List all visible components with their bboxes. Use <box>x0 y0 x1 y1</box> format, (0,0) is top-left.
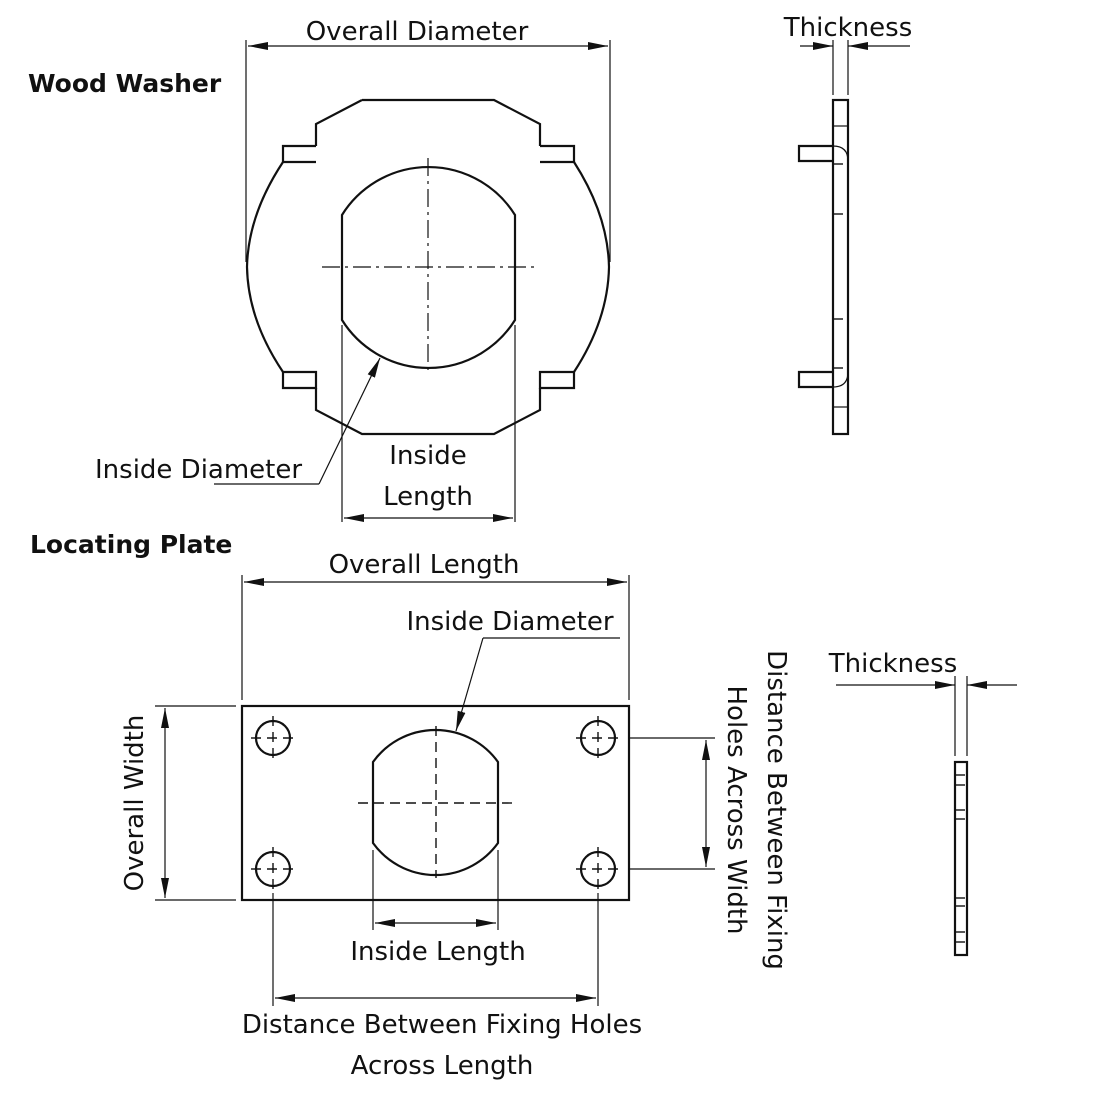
fixing-hole <box>576 716 620 760</box>
washer-outline <box>245 98 611 436</box>
plate-inside-diameter-label: Inside Diameter <box>406 607 613 637</box>
wood-washer-title: Wood Washer <box>28 69 222 98</box>
wood-washer-section: Wood Washer Overall Diameter <box>28 13 912 522</box>
overall-width-label: Overall Width <box>120 715 150 892</box>
hole-distance-length-dimension: Distance Between Fixing Holes Across Len… <box>242 893 642 1081</box>
washer-inside-length-label-1: Inside <box>389 441 466 471</box>
locating-plate-title: Locating Plate <box>30 530 232 559</box>
fixing-holes <box>251 716 620 891</box>
hole-distance-length-label-1: Distance Between Fixing Holes <box>242 1010 642 1040</box>
hole-distance-length-label-2: Across Length <box>351 1051 534 1081</box>
washer-inner-hole <box>322 158 535 372</box>
washer-inside-length-label-2: Length <box>383 482 473 512</box>
overall-length-dimension: Overall Length <box>241 550 630 700</box>
hole-distance-width-label-1: Distance Between Fixing <box>761 650 791 970</box>
washer-inside-length-dimension: Inside Length <box>341 325 516 522</box>
overall-diameter-dimension: Overall Diameter <box>245 17 611 262</box>
plate-inner-hole <box>358 726 514 878</box>
hole-distance-width-label-2: Holes Across Width <box>721 685 751 934</box>
washer-thickness-label: Thickness <box>783 13 913 43</box>
washer-side-view: Thickness <box>783 13 913 436</box>
plate-inside-length-label: Inside Length <box>350 937 525 967</box>
locating-plate-section: Locating Plate Overall Length <box>30 530 1017 1081</box>
hole-distance-width-dimension: Holes Across Width Distance Between Fixi… <box>628 650 791 970</box>
overall-length-label: Overall Length <box>329 550 520 580</box>
plate-side-view: Thickness <box>828 649 1017 957</box>
plate-thickness-label: Thickness <box>828 649 958 679</box>
fixing-hole <box>251 716 295 760</box>
fixing-hole <box>576 847 620 891</box>
washer-inside-diameter-leader: Inside Diameter <box>95 357 381 485</box>
overall-width-dimension: Overall Width <box>120 705 236 901</box>
plate-inside-length-dimension: Inside Length <box>350 850 526 967</box>
overall-diameter-label: Overall Diameter <box>306 17 529 47</box>
plate-inside-diameter-leader: Inside Diameter <box>406 607 620 732</box>
plate-body <box>240 704 631 902</box>
fixing-hole <box>251 847 295 891</box>
washer-inside-diameter-label: Inside Diameter <box>95 455 302 485</box>
